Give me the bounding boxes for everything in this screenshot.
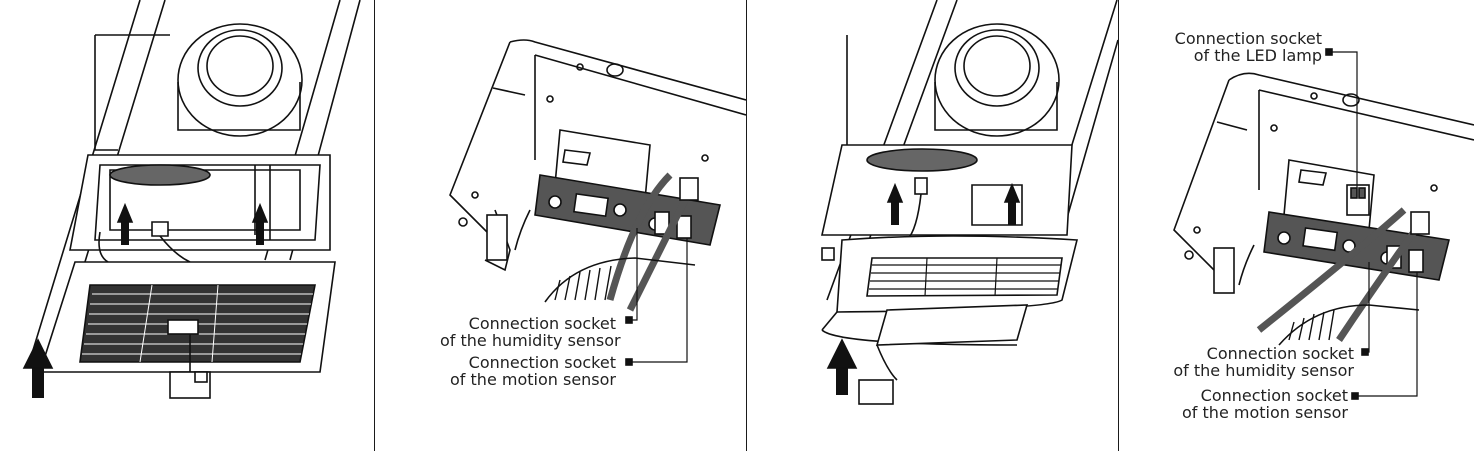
label-motion-4-line2: of the motion sensor: [1182, 403, 1348, 422]
label-led-line1: Connection socket: [1174, 29, 1322, 48]
label-humidity-4-line2: of the humidity sensor: [1173, 361, 1354, 380]
label-led-socket: Connection socket of the LED lamp: [1149, 30, 1322, 64]
panel-sensor-sockets: Connection socket of the humidity sensor…: [375, 0, 746, 451]
illustration-control-board-2: [449, 39, 746, 366]
divider-2: [746, 0, 747, 451]
divider-1: [374, 0, 375, 451]
divider-3: [1118, 0, 1119, 451]
panel-led-sockets: Connection socket of the LED lamp Connec…: [1119, 0, 1474, 451]
label-humidity-line2: of the humidity sensor: [440, 331, 621, 350]
illustration-fan-cover-insert: [821, 0, 1118, 405]
label-humidity-socket: Connection socket of the humidity sensor: [440, 314, 621, 350]
label-motion-socket: Connection socket of the motion sensor: [440, 354, 616, 388]
panel-install-grille: [0, 0, 374, 451]
label-humidity-socket-4: Connection socket of the humidity sensor: [1164, 345, 1354, 379]
panel-install-cover: [747, 0, 1118, 451]
label-motion-4-line1: Connection socket: [1200, 386, 1348, 405]
label-humidity-4-line1: Connection socket: [1206, 344, 1354, 363]
illustration-control-board-4: [1173, 48, 1474, 400]
label-motion-line2: of the motion sensor: [450, 370, 616, 389]
label-motion-socket-4: Connection socket of the motion sensor: [1164, 387, 1348, 421]
label-humidity-line1: Connection socket: [468, 314, 616, 333]
label-led-line2: of the LED lamp: [1193, 46, 1322, 65]
label-motion-line1: Connection socket: [468, 353, 616, 372]
illustration-fan-grille-insert: [22, 0, 361, 399]
